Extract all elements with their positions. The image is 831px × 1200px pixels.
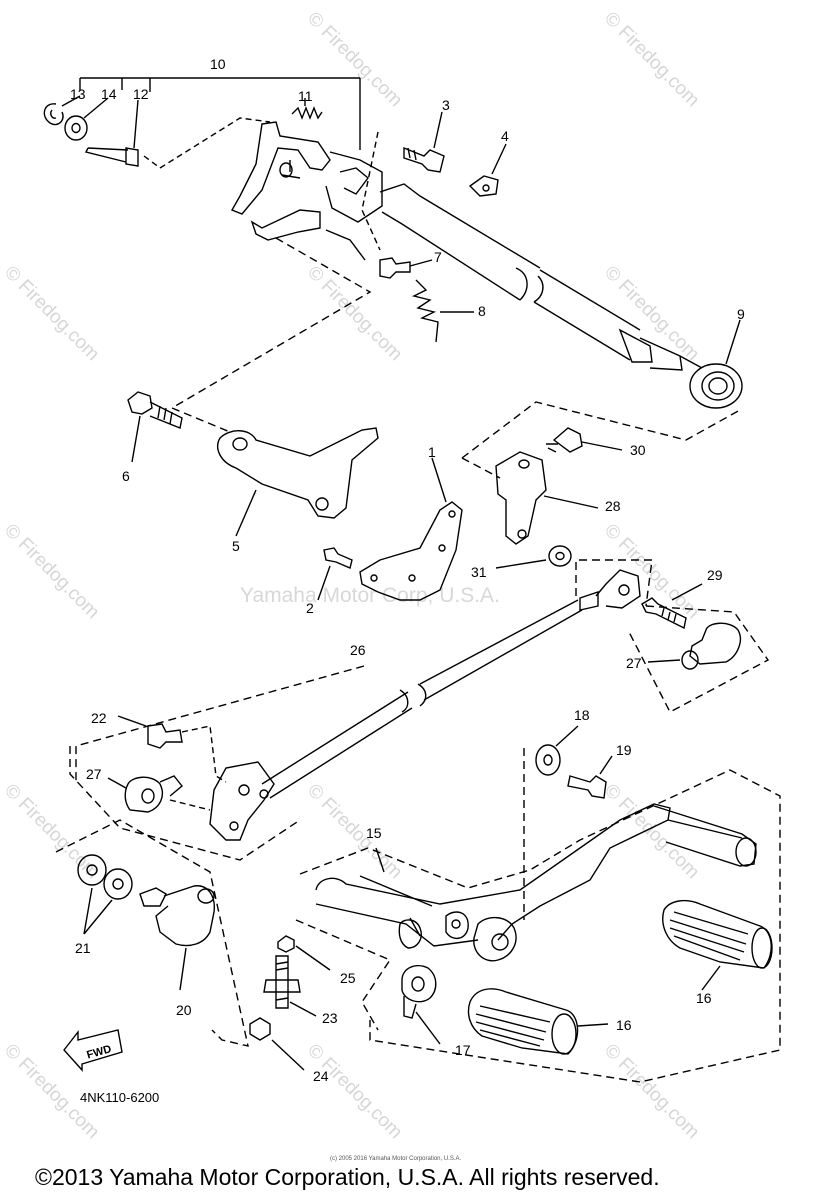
- callout-14: 14: [101, 86, 117, 102]
- washer-31-shape: [495, 545, 572, 569]
- callout-27-left: 27: [86, 766, 102, 782]
- callout-13: 13: [70, 86, 86, 102]
- callout-30: 30: [630, 442, 646, 458]
- fine-print: (c) 2005 2016 Yamaha Motor Corporation, …: [330, 1156, 462, 1162]
- oil-seal-9-shape: [689, 319, 743, 409]
- callout-16-right: 16: [696, 990, 712, 1006]
- shift-pedal-15-shape: [315, 803, 757, 962]
- lever-20-shape: [139, 885, 215, 991]
- bolt-17-shape: [401, 964, 441, 1045]
- washers-21-shape: [55, 819, 249, 1047]
- callout-19: 19: [616, 742, 632, 758]
- nut-25-shape: [277, 935, 331, 971]
- callout-27-right: 27: [626, 655, 642, 671]
- callout-12: 12: [133, 86, 149, 102]
- callout-25: 25: [340, 970, 356, 986]
- pedal-rubber-16-left-shape: [467, 988, 609, 1055]
- callout-1: 1: [428, 444, 436, 460]
- diagram-code: 4NK110-6200: [80, 1090, 160, 1105]
- shift-shaft-shape: [379, 183, 703, 371]
- pedal-rubber-16-right-shape: [662, 899, 773, 991]
- spring-8-shape: [411, 279, 474, 343]
- callout-9: 9: [737, 306, 745, 322]
- callout-11: 11: [298, 88, 313, 104]
- callout-5: 5: [232, 538, 240, 554]
- callout-24: 24: [313, 1068, 329, 1084]
- callout-21: 21: [75, 940, 91, 956]
- joint-27-left-shape: [69, 746, 301, 861]
- bolt-30-shape: [546, 427, 623, 453]
- center-watermark: Yamaha Motor Corp, U.S.A.: [240, 584, 500, 607]
- callout-10: 10: [210, 56, 226, 72]
- group-10-bracket: [79, 77, 361, 150]
- lever-28-shape: [495, 451, 599, 545]
- plate-1-shape: [359, 457, 463, 601]
- callout-20: 20: [176, 1002, 192, 1018]
- shift-rod-26-shape: [261, 569, 641, 799]
- bolt-29-shape: [641, 583, 703, 630]
- callout-31: 31: [471, 564, 487, 580]
- collar-12-shape: [84, 99, 271, 169]
- circlip-13-shape: [43, 95, 81, 126]
- bolt-22-shape: [117, 715, 227, 783]
- callout-6: 6: [122, 468, 130, 484]
- callout-8: 8: [478, 303, 486, 319]
- joint-27-right-shape: [647, 622, 742, 670]
- callout-17: 17: [455, 1042, 471, 1058]
- callout-26: 26: [350, 642, 366, 658]
- bracket-5-shape: [217, 427, 379, 537]
- rod-end-lever-shape: [209, 761, 275, 841]
- callout-2: 2: [306, 600, 314, 616]
- washer-18-shape: [523, 725, 579, 920]
- bolt-19-shape: [567, 755, 613, 799]
- callout-7: 7: [434, 249, 442, 265]
- copyright-notice: ©2013 Yamaha Motor Corporation, U.S.A. A…: [35, 1164, 660, 1190]
- bolt-6-shape: [127, 391, 183, 463]
- callout-15: 15: [366, 825, 382, 841]
- bolt-3-shape: [361, 111, 445, 251]
- fwd-arrow-icon: [63, 1029, 123, 1072]
- bolt-7-shape: [379, 257, 433, 279]
- callout-22: 22: [91, 710, 107, 726]
- callout-23: 23: [322, 1010, 338, 1026]
- callout-16-left: 16: [616, 1017, 632, 1033]
- clip-4-shape: [468, 143, 507, 197]
- stud-23-shape: [263, 955, 317, 1017]
- bolt-2-shape: [317, 547, 353, 601]
- spring-11-shape: [291, 98, 323, 120]
- callout-18: 18: [574, 707, 590, 723]
- shift-arm-assembly: [230, 121, 383, 261]
- callout-29: 29: [707, 567, 723, 583]
- callout-3: 3: [442, 97, 450, 113]
- callout-28: 28: [605, 498, 621, 514]
- nut-24-shape: [249, 1017, 305, 1071]
- callout-4: 4: [501, 128, 509, 144]
- washer-14-shape: [64, 97, 109, 141]
